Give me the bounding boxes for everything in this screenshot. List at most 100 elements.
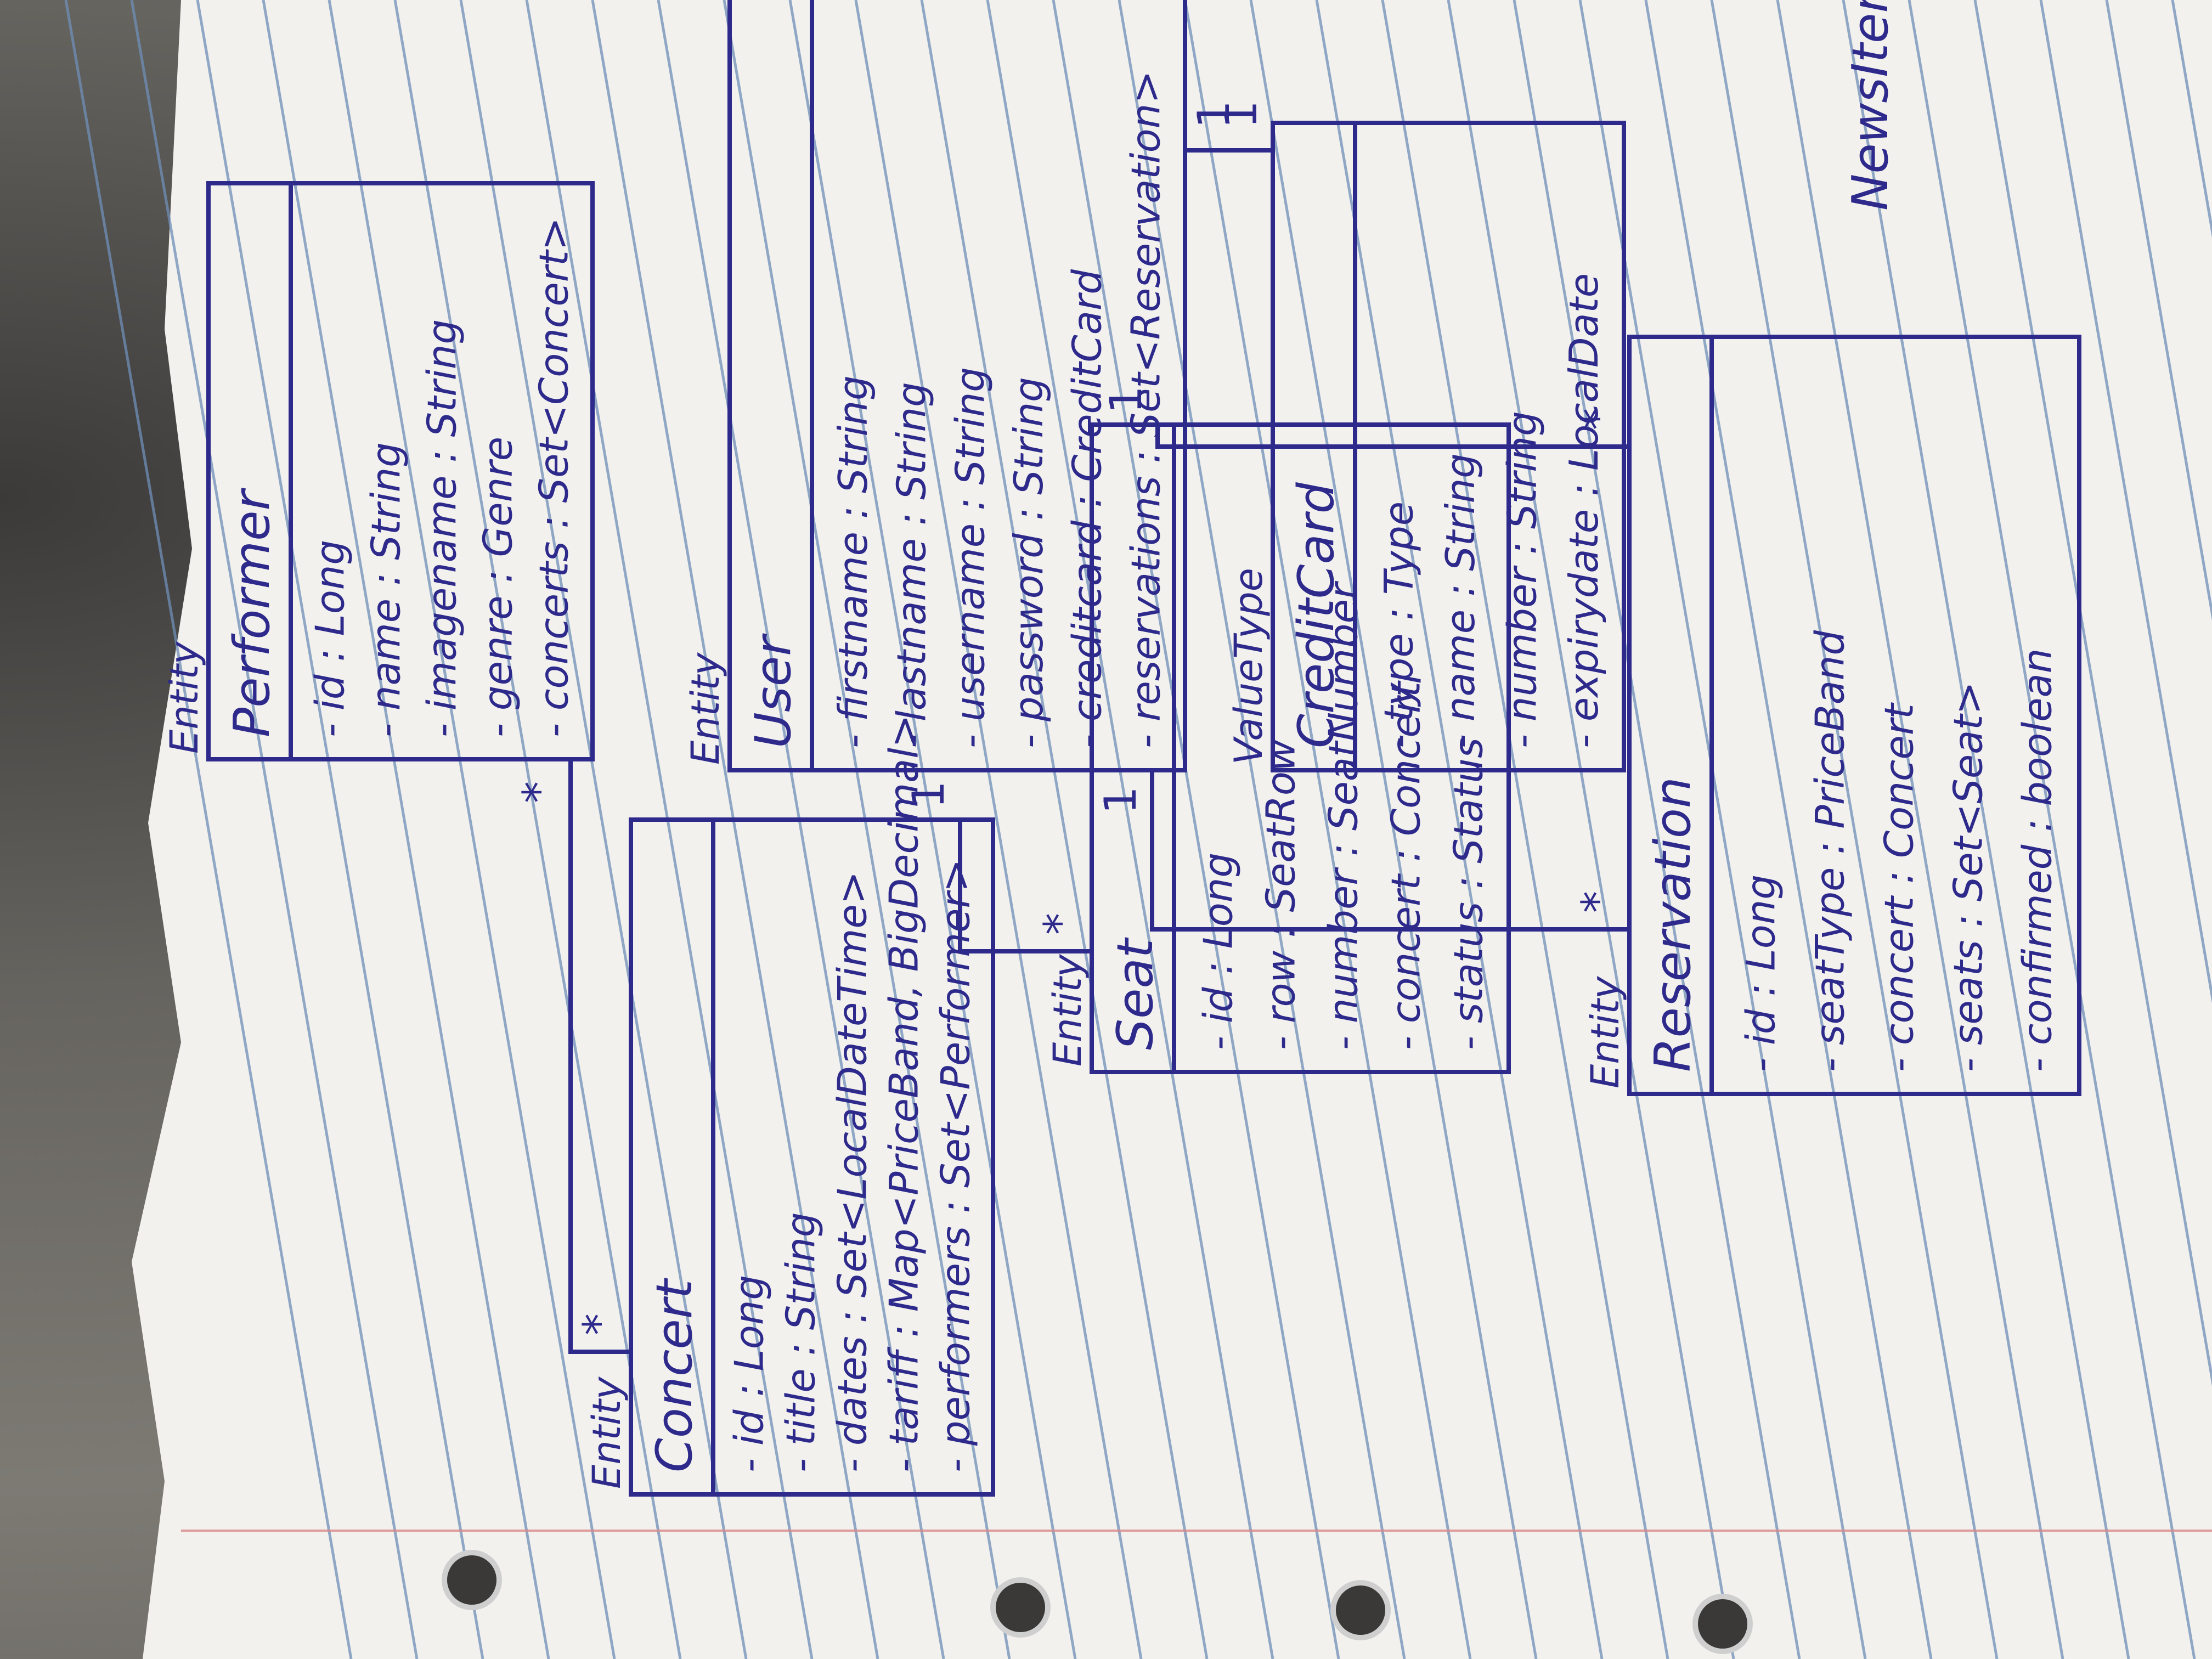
assoc-user-reservation bbox=[1150, 768, 1632, 932]
class-attribute: - concert : Concert bbox=[1876, 702, 1922, 1072]
ruled-line bbox=[1381, 0, 1669, 1659]
class-box bbox=[1627, 335, 2081, 1096]
ruled-line bbox=[1513, 0, 1801, 1659]
class-performer: Entity Performer - id : Long- name : Strin… bbox=[162, 181, 595, 761]
multiplicity-label: 1 bbox=[1101, 386, 1152, 414]
ruled-line bbox=[525, 0, 814, 1659]
assoc-concert-performer bbox=[568, 757, 633, 1354]
class-stereotype: Entity bbox=[1583, 975, 1628, 1088]
binder-hole-4 bbox=[1692, 1594, 1753, 1654]
ruled-line bbox=[1973, 0, 2212, 1386]
ruled-line bbox=[1183, 0, 1472, 1659]
ruled-line bbox=[1644, 0, 1933, 1659]
ruled-line bbox=[1315, 0, 1604, 1659]
multiplicity-label: * bbox=[1572, 891, 1623, 913]
ruled-line bbox=[1118, 0, 1406, 1659]
class-name: Concert bbox=[646, 1277, 703, 1472]
class-attribute: - id : Long bbox=[726, 1275, 772, 1472]
class-name: CreditCard bbox=[1288, 482, 1345, 748]
ruled-line bbox=[196, 0, 484, 1659]
ruled-line bbox=[723, 0, 1011, 1659]
ruled-line bbox=[328, 0, 616, 1659]
note-text: NewsItem bbox=[1842, 0, 1899, 211]
class-name: Performer bbox=[223, 488, 281, 737]
class-attribute: - performers : Set<Performer> bbox=[933, 859, 979, 1472]
class-attribute: - row : SeatRow bbox=[1258, 739, 1304, 1050]
class-box bbox=[206, 181, 595, 761]
ruled-line bbox=[1710, 0, 1999, 1659]
ruled-line bbox=[64, 0, 353, 1659]
multiplicity-label: * bbox=[514, 781, 565, 803]
ruled-line bbox=[986, 0, 1274, 1659]
ruled-lines bbox=[64, 0, 2212, 1659]
class-attribute: - confirmed : boolean bbox=[2015, 648, 2061, 1072]
class-attribute: - type : Type bbox=[1375, 501, 1421, 748]
class-attribute: - creditcard : CreditCard bbox=[1064, 269, 1110, 748]
ruled-line bbox=[262, 0, 550, 1659]
ruled-line bbox=[1052, 0, 1340, 1659]
class-reservation: Entity Reservation - id : Long - seatType :… bbox=[1583, 335, 2081, 1096]
multiplicity-label: 1 bbox=[1188, 100, 1239, 128]
class-attribute: - seatType : PriceBand bbox=[1807, 630, 1853, 1072]
ruled-line bbox=[130, 0, 419, 1659]
binder-hole-1 bbox=[442, 1550, 502, 1610]
class-user: Entity User - firstname : String - lastname… bbox=[683, 0, 1187, 772]
class-attribute: - concert : Concert bbox=[1383, 680, 1429, 1050]
class-attribute: - status : Status bbox=[1446, 737, 1492, 1050]
class-attribute: - genre : Genre bbox=[475, 437, 521, 737]
class-attribute: - reservations : Set<Reservation> bbox=[1122, 70, 1169, 748]
ruled-line bbox=[1447, 0, 1735, 1659]
class-attribute: - id : Long bbox=[1738, 874, 1784, 1072]
ruled-line bbox=[459, 0, 748, 1659]
class-stereotype: Entity bbox=[162, 641, 207, 754]
multiplicity-label: 1 bbox=[1095, 786, 1146, 814]
ruled-line bbox=[1908, 0, 2196, 1659]
assoc-reservation-seat bbox=[1155, 422, 1632, 449]
class-attribute: - concerts : Set<Concert> bbox=[531, 217, 577, 737]
class-attribute: - expirydate : LocalDate bbox=[1561, 273, 1607, 748]
ruled-line bbox=[657, 0, 945, 1659]
class-stereotype: Entity bbox=[1045, 953, 1090, 1066]
class-attribute: - name : String bbox=[363, 442, 409, 737]
ruled-line bbox=[1578, 0, 1867, 1659]
ruled-line bbox=[2039, 0, 2212, 1004]
multiplicity-label: 1 bbox=[1216, 100, 1267, 128]
class-attribute: - lastname : String bbox=[889, 382, 935, 748]
ruled-line bbox=[788, 0, 1077, 1659]
class-concert: Entity Concert - id : Long- title : String… bbox=[584, 714, 995, 1497]
ruled-line bbox=[920, 0, 1209, 1659]
class-attribute: - dates : Set<LocalDateTime> bbox=[830, 871, 876, 1472]
class-attribute: - title : String bbox=[778, 1212, 824, 1472]
class-box bbox=[629, 817, 995, 1497]
class-attribute: - seats : Set<Seat> bbox=[1945, 681, 1991, 1072]
class-attribute: - tariff : Map<PriceBand, BigDecimal> bbox=[881, 714, 927, 1472]
binder-hole-2 bbox=[990, 1577, 1051, 1638]
ruled-line bbox=[1249, 0, 1538, 1659]
class-attribute: - password : String bbox=[1006, 377, 1052, 748]
multiplicity-label: 1 bbox=[903, 781, 954, 809]
class-attribute: - number : SeatNumber bbox=[1321, 580, 1367, 1050]
multiplicity-label: * bbox=[574, 1313, 625, 1335]
class-name: Reservation bbox=[1644, 777, 1702, 1072]
class-name: User bbox=[744, 633, 802, 748]
class-attribute: - firstname : String bbox=[830, 375, 876, 748]
class-attribute: - id : Long bbox=[307, 540, 353, 737]
multiplicity-label: * bbox=[1035, 913, 1086, 935]
class-attribute: - number : String bbox=[1499, 411, 1545, 748]
ruled-line bbox=[591, 0, 879, 1659]
ruled-line bbox=[1776, 0, 2064, 1659]
multiplicity-label: * bbox=[1572, 408, 1623, 430]
class-attribute: - imagename : String bbox=[419, 319, 465, 737]
class-stereotype: Entity bbox=[683, 652, 728, 765]
ruled-line bbox=[2105, 0, 2212, 621]
class-box bbox=[1090, 422, 1511, 1074]
assoc-seat-concert bbox=[958, 817, 1094, 953]
class-stereotype: Entity bbox=[584, 1376, 629, 1489]
ruled-line bbox=[854, 0, 1143, 1659]
class-attribute: - id : Long bbox=[1195, 853, 1242, 1050]
class-stereotype: ValueType bbox=[1226, 568, 1271, 765]
